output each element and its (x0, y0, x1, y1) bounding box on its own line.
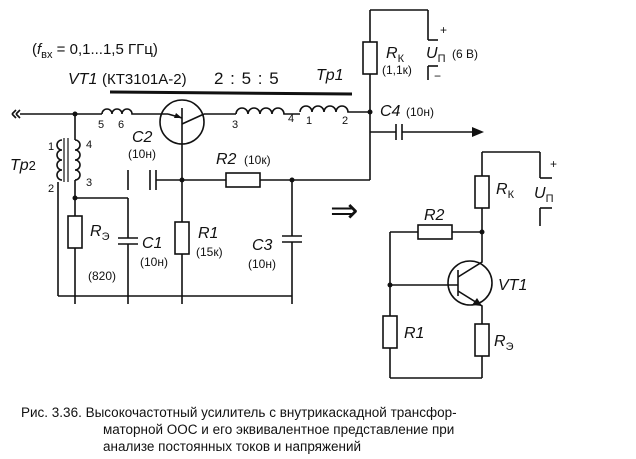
r1-value: (15к) (196, 245, 223, 259)
pin-1: 1 (306, 115, 312, 127)
c3-value: (10н) (248, 257, 276, 271)
r1-label: R1 (198, 225, 218, 242)
caption-line-3: анализе постоянных токов и напряжений (103, 439, 362, 454)
eq-supply-plus: + (550, 157, 557, 171)
equivalent-circuit: RК + UП R2 R1 VT1 RЭ (382, 151, 557, 379)
tp1-core (109, 90, 353, 96)
c3-label: C3 (252, 237, 273, 254)
equivalence-arrow: ⇒ (330, 191, 359, 231)
eq-r2-resistor (417, 224, 453, 240)
r2-label: R2 (216, 151, 237, 168)
input-arrow (11, 109, 21, 119)
main-schematic: (fвх = 0,1...1,5 ГГц) VT1 (КТ3101А-2) 2 … (10, 9, 484, 304)
ratio-label: 2 : 5 : 5 (214, 69, 280, 88)
re-resistor (67, 215, 83, 249)
eq-rk-label: RК (496, 181, 515, 201)
output-arrow (472, 127, 484, 137)
eq-vt1-label: VT1 (498, 277, 527, 294)
c1-label: C1 (142, 235, 162, 252)
up-value: (6 В) (452, 47, 478, 61)
eq-transistor-vt1 (390, 258, 493, 310)
re-label: RЭ (90, 223, 110, 243)
supply-minus: − (434, 69, 441, 83)
eq-up-label: UП (534, 185, 554, 205)
rk-label: RК (386, 45, 405, 65)
eq-re-label: RЭ (494, 333, 514, 353)
caption-line-1: Рис. 3.36. Высокочастотный усилитель с в… (21, 405, 457, 420)
eq-r1-resistor (382, 315, 398, 349)
c2-value: (10н) (128, 147, 156, 161)
eq-re-resistor (474, 323, 490, 357)
pin-2b: 2 (48, 183, 54, 195)
tp2-primary (74, 139, 81, 181)
freq-label: (fвх = 0,1...1,5 ГГц) (32, 41, 158, 61)
tp1-winding-12 (299, 105, 370, 113)
figure-caption: Рис. 3.36. Высокочастотный усилитель с в… (21, 404, 621, 455)
eq-rk-resistor (474, 175, 490, 209)
c2-label: C2 (132, 129, 153, 146)
eq-r2-label: R2 (424, 207, 445, 224)
pin-6: 6 (118, 119, 124, 131)
pin-2: 2 (342, 115, 348, 127)
rk-resistor (362, 41, 378, 75)
pin-4a: 4 (288, 113, 294, 125)
c4-label: C4 (380, 103, 401, 120)
r2-value: (10к) (244, 153, 271, 167)
up-label: UП (426, 45, 446, 65)
re-value: (820) (88, 269, 116, 283)
pin-3b: 3 (86, 177, 92, 189)
node-rk-out (367, 109, 373, 115)
c4-value: (10н) (406, 105, 434, 119)
r2-resistor (225, 172, 261, 188)
tp1-winding-34 (235, 107, 300, 115)
caption-line-2: маторной ООС и его эквивалентное предста… (103, 422, 455, 437)
tp2-label: Tp2 (10, 157, 36, 174)
c1-value: (10н) (140, 255, 168, 269)
tp1-winding-56 (101, 108, 168, 115)
r1-resistor (174, 221, 190, 255)
eq-r1-label: R1 (404, 325, 424, 342)
rk-value: (1,1к) (382, 63, 412, 77)
pin-1b: 1 (48, 141, 54, 153)
transistor-vt1 (159, 99, 205, 160)
pin-5: 5 (98, 119, 104, 131)
tp1-label: Tp1 (316, 67, 344, 84)
vt1-label: VT1 (68, 71, 97, 88)
pin-4b: 4 (86, 139, 92, 151)
supply-plus: + (440, 23, 447, 37)
tp2-secondary (56, 139, 63, 181)
vt1-part-label: (КТ3101А-2) (102, 71, 187, 88)
pin-3a: 3 (232, 119, 238, 131)
